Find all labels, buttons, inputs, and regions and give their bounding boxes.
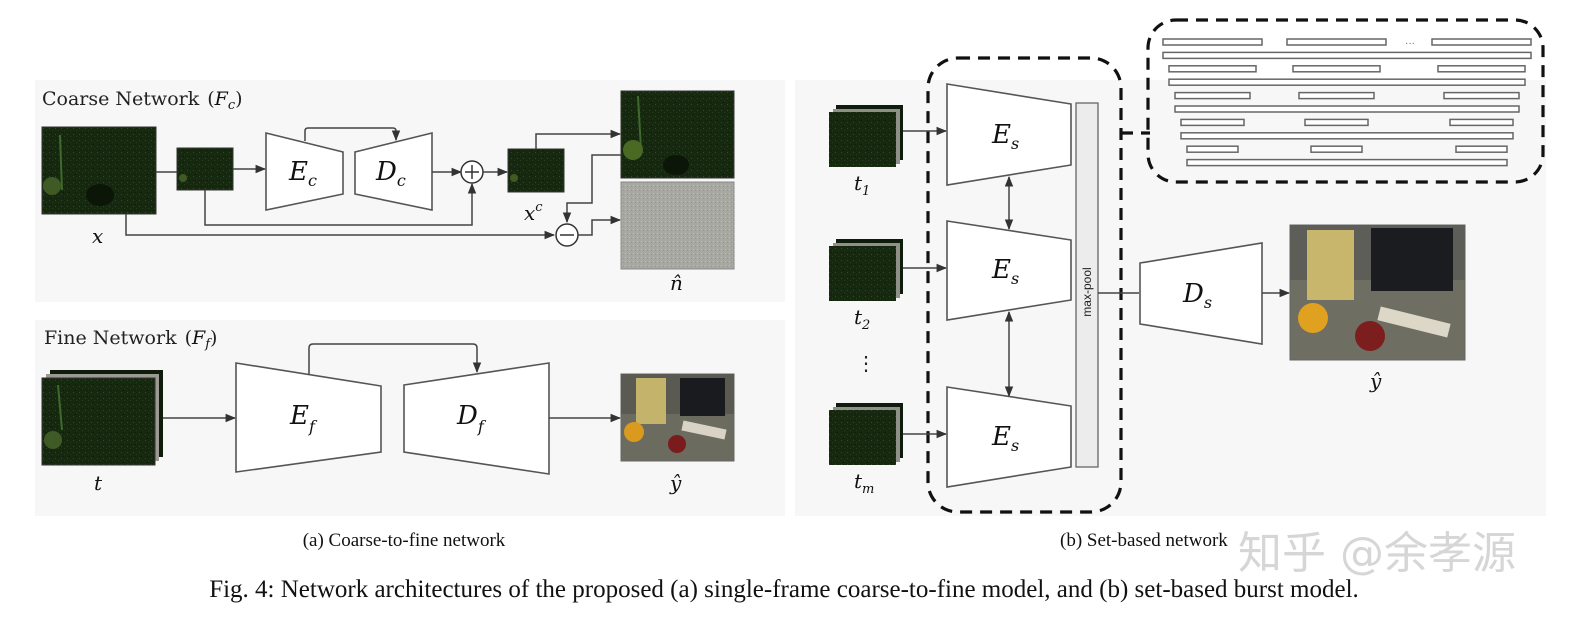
- inset-dashed-callout: [1146, 18, 1545, 184]
- coarse-output-label: xc: [524, 200, 543, 225]
- set-decoder-label: Ds: [1182, 279, 1212, 312]
- watermark: 知乎 @余孝源: [1238, 528, 1516, 579]
- inset-full-bar: [1186, 158, 1508, 167]
- fine-decoder-label: Df: [456, 401, 487, 436]
- coarse-decoder-label: Dc: [375, 157, 406, 190]
- burst-input-stack-1: [829, 105, 903, 167]
- max-pool-layer: [1075, 102, 1099, 468]
- vertical-ellipsis: ⋮: [856, 353, 876, 375]
- coarse-output-image-xc: [507, 148, 565, 193]
- fine-encoder-Ef: [235, 362, 382, 473]
- inset-segment-bar: [1162, 38, 1263, 46]
- set-encoder-m: Es: [946, 386, 1072, 488]
- inset-full-bar: [1174, 105, 1520, 113]
- coarse-encoder-label: Ec: [288, 157, 317, 190]
- inset-segment-bar: [1298, 91, 1375, 100]
- shared-encoder-group: [926, 56, 1123, 514]
- inset-full-bar: [1162, 51, 1532, 60]
- burst-input-stack-m: [829, 403, 903, 465]
- burst-input-label-1: t1: [854, 171, 870, 199]
- inset-segment-bar: [1186, 145, 1239, 153]
- input-x-label: x: [92, 224, 103, 248]
- input-to-subtract-path: [125, 214, 556, 240]
- set-decoder-Ds: [1139, 242, 1263, 345]
- caption-a: (a) Coarse-to-fine network: [303, 530, 506, 551]
- estimated-noise-map: [620, 181, 735, 270]
- fine-network-title: Fine Network(Ff): [44, 327, 217, 352]
- fine-output-image-yhat: [620, 373, 735, 462]
- inset-segment-bar: [1310, 145, 1363, 153]
- coarse-decoder-Dc: [354, 131, 433, 211]
- noise-label: n̂: [670, 271, 683, 295]
- inset-segment-bar: [1455, 145, 1508, 153]
- set-output-image-yhat: [1289, 224, 1466, 361]
- residual-add-path: [204, 182, 477, 226]
- inset-segment-bar: [1449, 118, 1514, 127]
- upsampled-coarse-image: [620, 90, 735, 179]
- svg-text:Es: Es: [991, 255, 1019, 288]
- figure-caption: Fig. 4: Network architectures of the pro…: [209, 576, 1359, 603]
- inset-segment-bar: [1180, 118, 1245, 127]
- coarse-skip-connection: [304, 127, 401, 142]
- coarse-encoder-Ec: [265, 131, 344, 211]
- burst-input-label-m: tm: [854, 469, 874, 497]
- inset-segment-bar: [1437, 65, 1526, 73]
- inset-segment-bar: [1174, 91, 1251, 100]
- inset-segment-bar: [1168, 65, 1257, 73]
- subtract-operator: [555, 223, 579, 247]
- svg-text:Es: Es: [991, 422, 1019, 455]
- inset-segment-bar: [1286, 38, 1387, 46]
- caption-b: (b) Set-based network: [1060, 530, 1228, 551]
- fine-input-stack-t: [41, 370, 163, 466]
- svg-text:Es: Es: [991, 120, 1019, 153]
- fine-decoder-Df: [403, 362, 550, 475]
- inset-layer-bars: [1162, 38, 1532, 167]
- coarse-network-title: Coarse Network(Fc): [42, 88, 243, 113]
- inset-segment-bar: [1443, 91, 1520, 100]
- set-output-label: ŷ: [1369, 369, 1382, 393]
- max-pool-label: max-pool: [1080, 267, 1094, 316]
- inset-full-bar: [1180, 132, 1514, 140]
- downsampled-image: [176, 147, 234, 191]
- inset-segment-bar: [1431, 38, 1532, 46]
- fine-input-label: t: [94, 471, 103, 495]
- inset-full-bar: [1168, 78, 1526, 86]
- inset-ellipsis: ···: [1405, 39, 1415, 50]
- inset-segment-bar: [1292, 65, 1381, 73]
- inset-segment-bar: [1304, 118, 1369, 127]
- set-encoder-1: Es: [946, 83, 1072, 186]
- add-operator: [460, 160, 484, 184]
- noisy-input-image-x: [41, 126, 157, 215]
- fine-output-label: ŷ: [669, 471, 682, 495]
- fine-skip-connection: [308, 343, 482, 374]
- burst-input-stack-2: [829, 239, 903, 301]
- fine-encoder-label: Ef: [289, 401, 318, 436]
- burst-input-label-2: t2: [854, 305, 870, 333]
- set-encoder-2: Es: [946, 220, 1072, 321]
